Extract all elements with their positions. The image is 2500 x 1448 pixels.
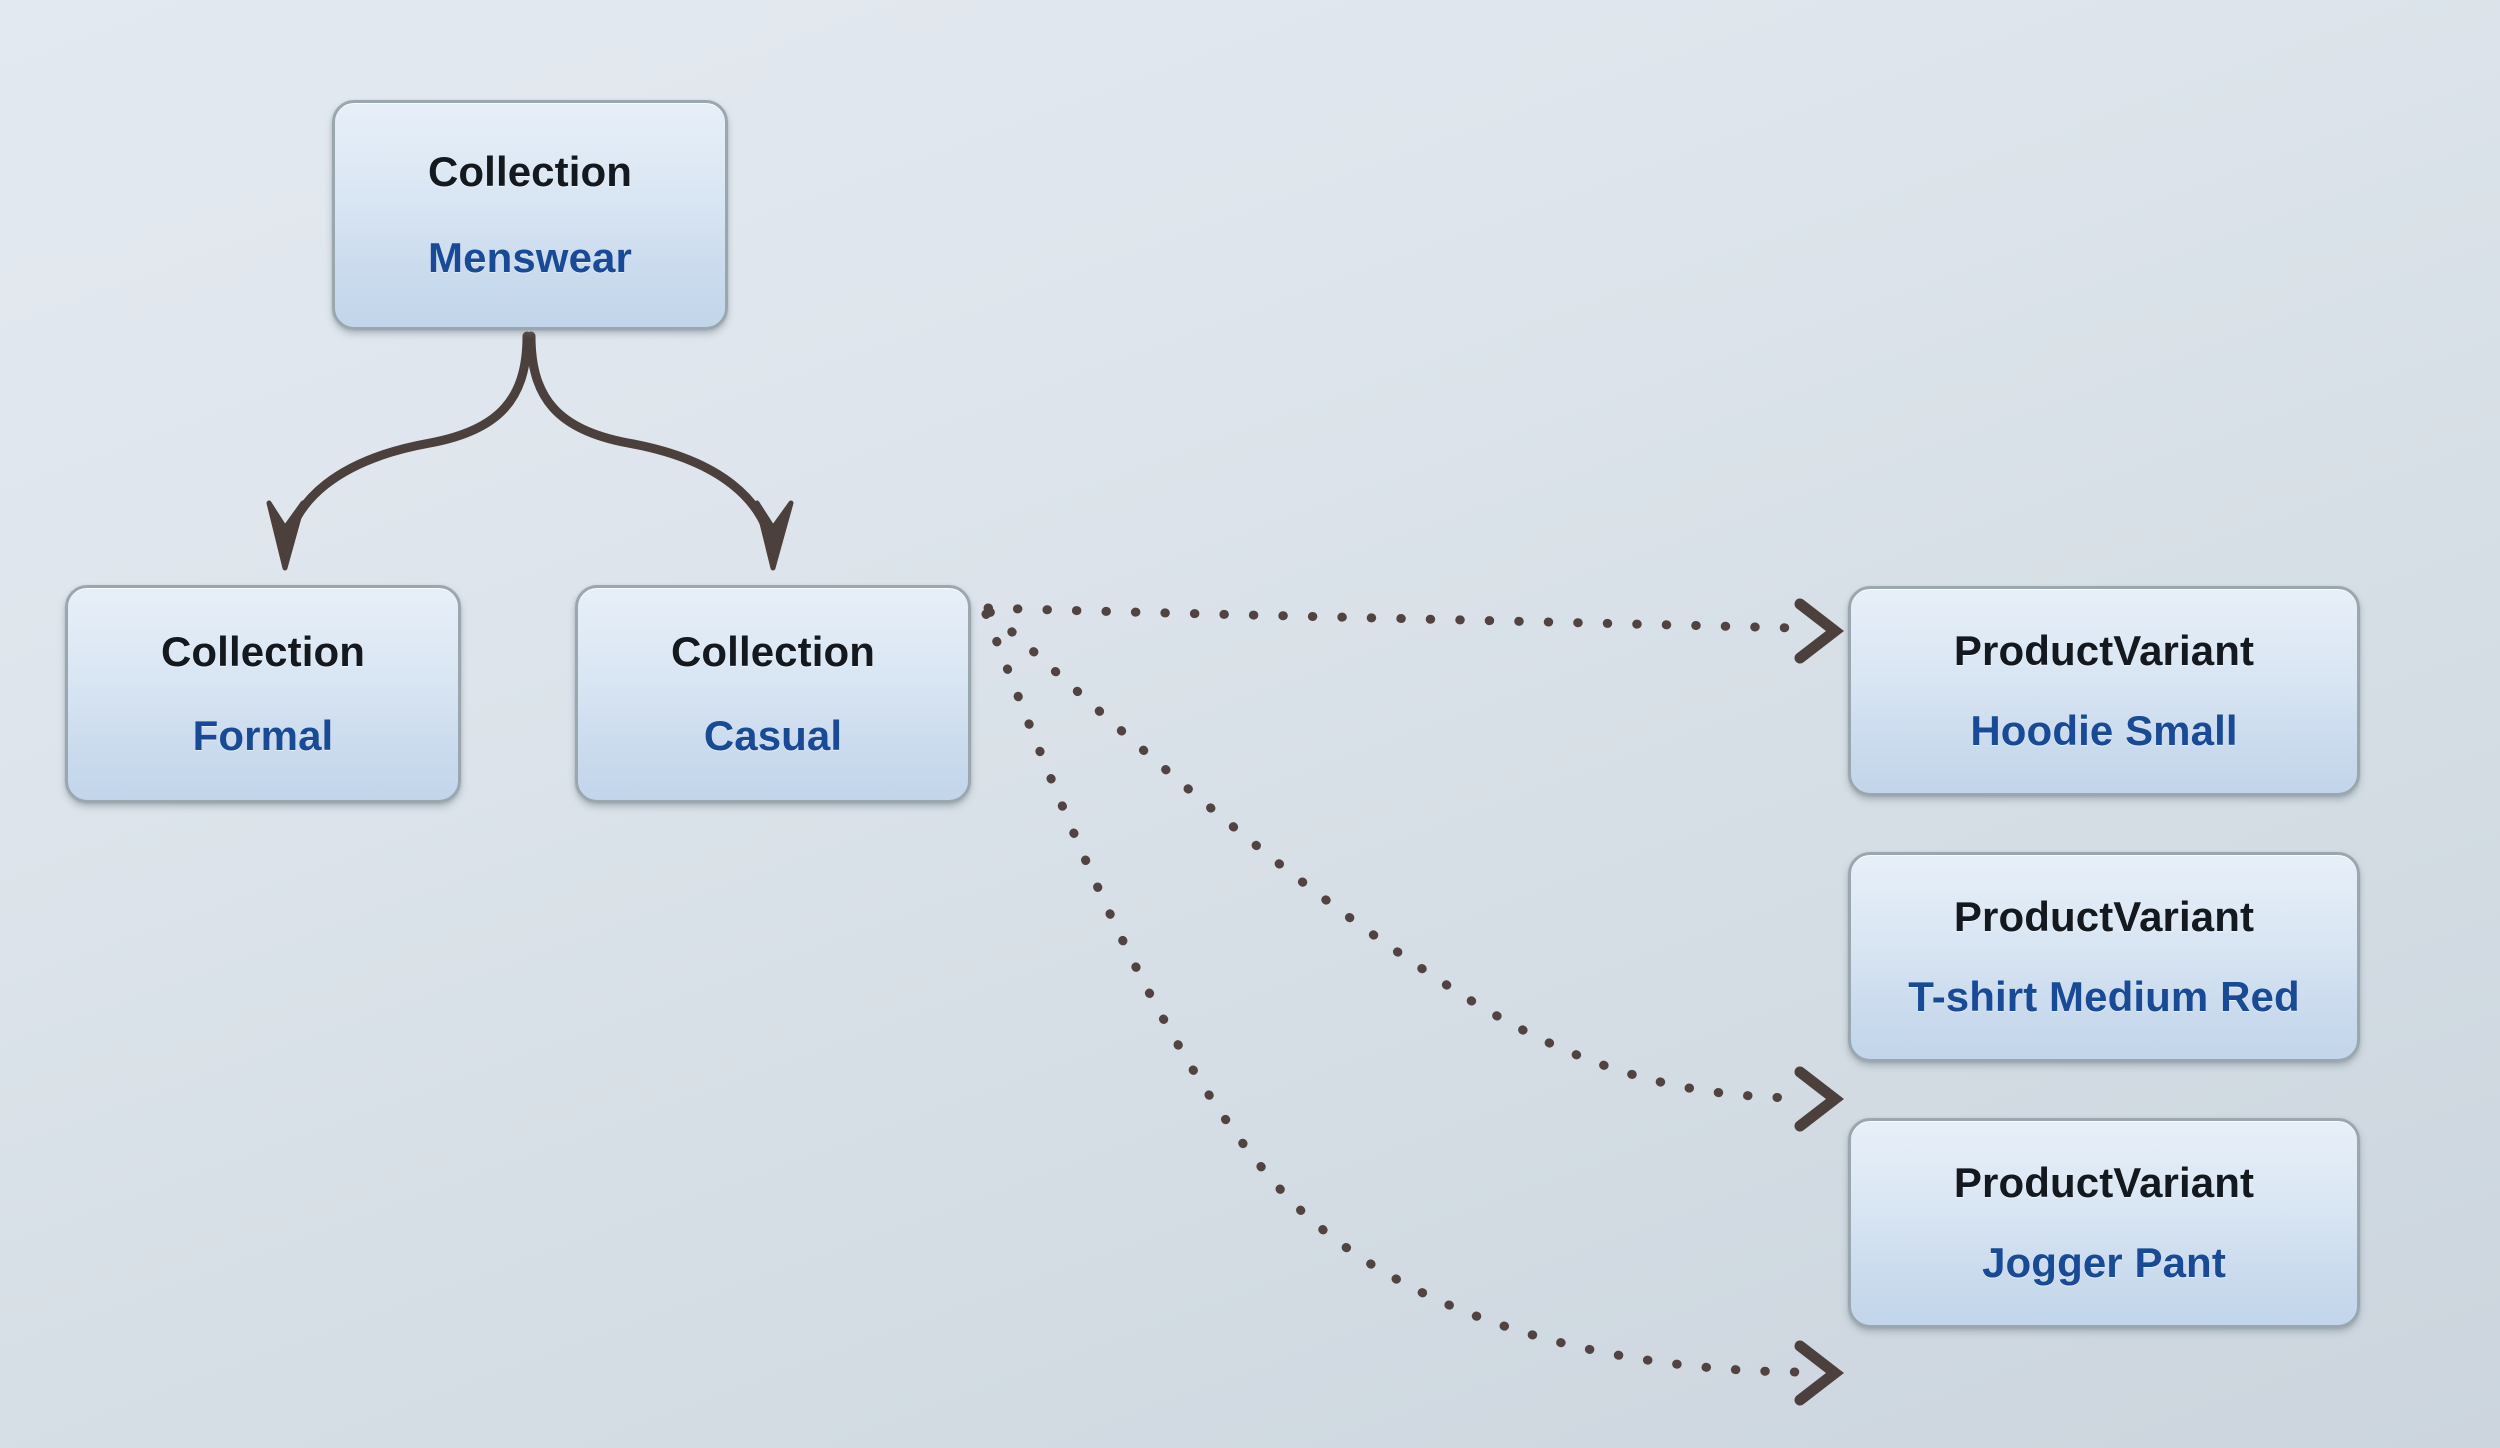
edge-casual-jogger <box>981 609 1845 1406</box>
node-productvariant-tshirt-medium-red[interactable]: ProductVariant T-shirt Medium Red <box>1848 852 2360 1062</box>
node-name-label: Menswear <box>428 234 632 281</box>
edge-menswear-casual <box>526 331 794 571</box>
edge-casual-hoodie <box>983 598 1845 664</box>
node-type-label: ProductVariant <box>1953 892 2255 940</box>
node-name-label: Jogger Pant <box>1982 1239 2226 1286</box>
edge-menswear-formal <box>266 331 532 571</box>
node-type-label: Collection <box>160 627 365 675</box>
node-name-label: Casual <box>703 712 843 759</box>
node-name-label: Hoodie Small <box>1970 707 2238 754</box>
node-name-label: T-shirt Medium Red <box>1908 973 2300 1020</box>
node-type-label: Collection <box>670 627 875 675</box>
node-type-label: ProductVariant <box>1953 1158 2255 1206</box>
node-name-label: Formal <box>192 712 334 759</box>
node-productvariant-hoodie-small[interactable]: ProductVariant Hoodie Small <box>1848 586 2360 796</box>
edge-casual-tshirt <box>985 607 1845 1132</box>
node-collection-menswear[interactable]: Collection Menswear <box>332 100 728 330</box>
node-collection-formal[interactable]: Collection Formal <box>65 585 461 803</box>
node-productvariant-jogger-pant[interactable]: ProductVariant Jogger Pant <box>1848 1118 2360 1328</box>
node-collection-casual[interactable]: Collection Casual <box>575 585 971 803</box>
node-type-label: ProductVariant <box>1953 626 2255 674</box>
node-type-label: Collection <box>427 147 632 195</box>
